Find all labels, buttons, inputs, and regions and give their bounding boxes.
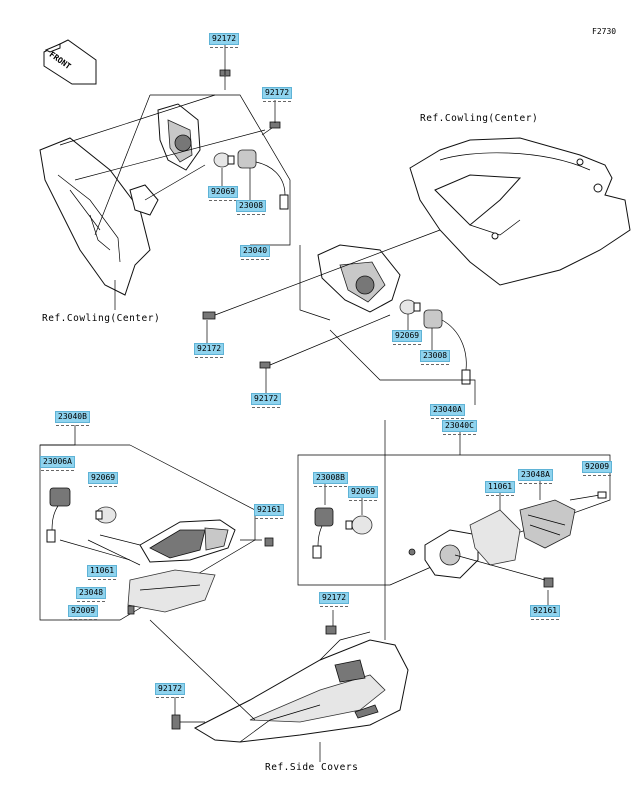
- lower-left-signal-housing: [59, 519, 262, 566]
- ref-cowling-center-top: Ref.Cowling(Center): [420, 113, 539, 124]
- upper-socket: [237, 149, 289, 210]
- right-bulb: [399, 299, 421, 315]
- lower-right-nut: [543, 577, 554, 588]
- upper-bulb: [213, 152, 235, 168]
- part-tag[interactable]: 23048: [76, 587, 107, 602]
- part-tag[interactable]: 23040A: [430, 404, 465, 419]
- figure-id: F2730: [592, 27, 617, 36]
- lower-right-socket: [312, 507, 334, 559]
- side-cover-leaders: [149, 420, 386, 762]
- lower-left-socket: [46, 487, 71, 543]
- part-tag[interactable]: 92172: [251, 393, 282, 408]
- right-socket: [423, 309, 471, 385]
- part-tag[interactable]: 92172: [319, 592, 350, 607]
- part-tag[interactable]: 23048A: [518, 469, 553, 484]
- screw-right-1: [202, 311, 216, 320]
- right-cowling-panel: [409, 137, 631, 286]
- side-cover: [193, 631, 409, 743]
- lower-left-small-screw: [127, 605, 135, 615]
- front-arrow-icon: [43, 39, 97, 85]
- lower-left-bulb: [95, 506, 117, 524]
- right-assembly-leaders: [206, 229, 476, 405]
- screw-right-2: [259, 361, 271, 369]
- upper-assembly-leaders: [59, 45, 291, 310]
- ref-cowling-center-left: Ref.Cowling(Center): [42, 313, 161, 324]
- part-tag[interactable]: 92069: [88, 472, 119, 487]
- screw-upper-2: [261, 121, 281, 136]
- lower-right-signal-housing: [408, 529, 479, 579]
- part-tag[interactable]: 92161: [254, 504, 285, 519]
- side-cover-screw-left: [171, 714, 205, 730]
- part-tag[interactable]: 23008: [236, 200, 267, 215]
- part-tag[interactable]: 92172: [262, 87, 293, 102]
- lower-left-nut: [264, 537, 274, 547]
- lower-left-lens: [127, 569, 216, 613]
- part-tag[interactable]: 92069: [348, 486, 379, 501]
- part-tag[interactable]: 92069: [392, 330, 423, 345]
- part-tag[interactable]: 92161: [530, 605, 561, 620]
- lower-right-screw: [569, 491, 607, 501]
- left-cowling-panel: [39, 137, 151, 296]
- lower-right-lens: [469, 499, 576, 566]
- right-front-signal-housing: [317, 244, 401, 313]
- part-tag[interactable]: 11061: [87, 565, 118, 580]
- lower-right-bulb: [345, 515, 373, 535]
- part-tag[interactable]: 92172: [209, 33, 240, 48]
- part-tag[interactable]: 23008: [420, 350, 451, 365]
- part-tag[interactable]: 92172: [194, 343, 225, 358]
- part-tag[interactable]: 92009: [582, 461, 613, 476]
- part-tag[interactable]: 92172: [155, 683, 186, 698]
- part-tag[interactable]: 23006A: [40, 456, 75, 471]
- upper-left-signal-bracket: [129, 103, 201, 216]
- ref-side-covers: Ref.Side Covers: [265, 762, 359, 773]
- part-tag[interactable]: 23040: [240, 245, 271, 260]
- part-tag[interactable]: 11061: [485, 481, 516, 496]
- side-cover-screw-top: [325, 625, 337, 635]
- part-tag[interactable]: 23040B: [55, 411, 90, 426]
- part-tag[interactable]: 23008B: [313, 472, 348, 487]
- part-tag[interactable]: 92069: [208, 186, 239, 201]
- part-tag[interactable]: 23040C: [442, 420, 477, 435]
- part-tag[interactable]: 92009: [68, 605, 99, 620]
